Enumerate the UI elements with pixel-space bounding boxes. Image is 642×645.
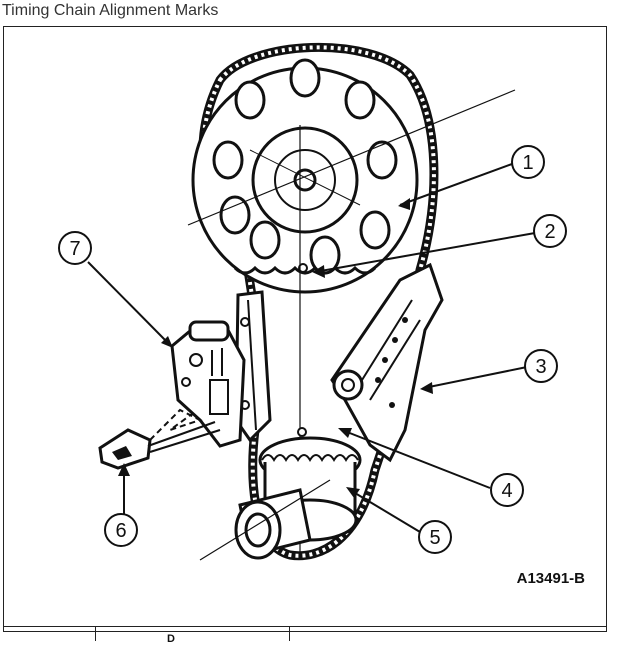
retaining-clip <box>98 408 221 470</box>
callout-5-label: 5 <box>429 527 440 549</box>
callout-4: 4 <box>490 473 524 507</box>
crank-timing-mark <box>297 427 307 437</box>
centerline-cam <box>187 89 516 226</box>
callout-1-label: 1 <box>522 152 533 174</box>
table-divider <box>289 627 290 641</box>
page-title: Timing Chain Alignment Marks <box>2 2 219 19</box>
callout-5: 5 <box>418 520 452 554</box>
callout-3-label: 3 <box>535 356 546 378</box>
diagram-frame <box>3 26 607 632</box>
table-divider <box>95 627 96 641</box>
crankshaft-nose <box>199 479 331 561</box>
camshaft-sprocket <box>191 58 419 294</box>
callout-6: 6 <box>104 513 138 547</box>
chain-tensioner <box>170 320 246 448</box>
callout-6-label: 6 <box>115 520 126 542</box>
callout-4-label: 4 <box>501 480 512 502</box>
table-header-description: D <box>167 633 175 645</box>
callout-3: 3 <box>524 349 558 383</box>
callout-7-label: 7 <box>69 238 80 260</box>
callout-7: 7 <box>58 231 92 265</box>
cam-timing-mark <box>298 263 308 273</box>
parts-table-header: D <box>3 626 607 645</box>
callout-leaders <box>87 163 536 533</box>
callout-2: 2 <box>533 214 567 248</box>
callout-1: 1 <box>511 145 545 179</box>
figure-id: A13491-B <box>517 570 586 587</box>
callout-2-label: 2 <box>544 221 555 243</box>
tensioner-arm <box>330 262 444 463</box>
